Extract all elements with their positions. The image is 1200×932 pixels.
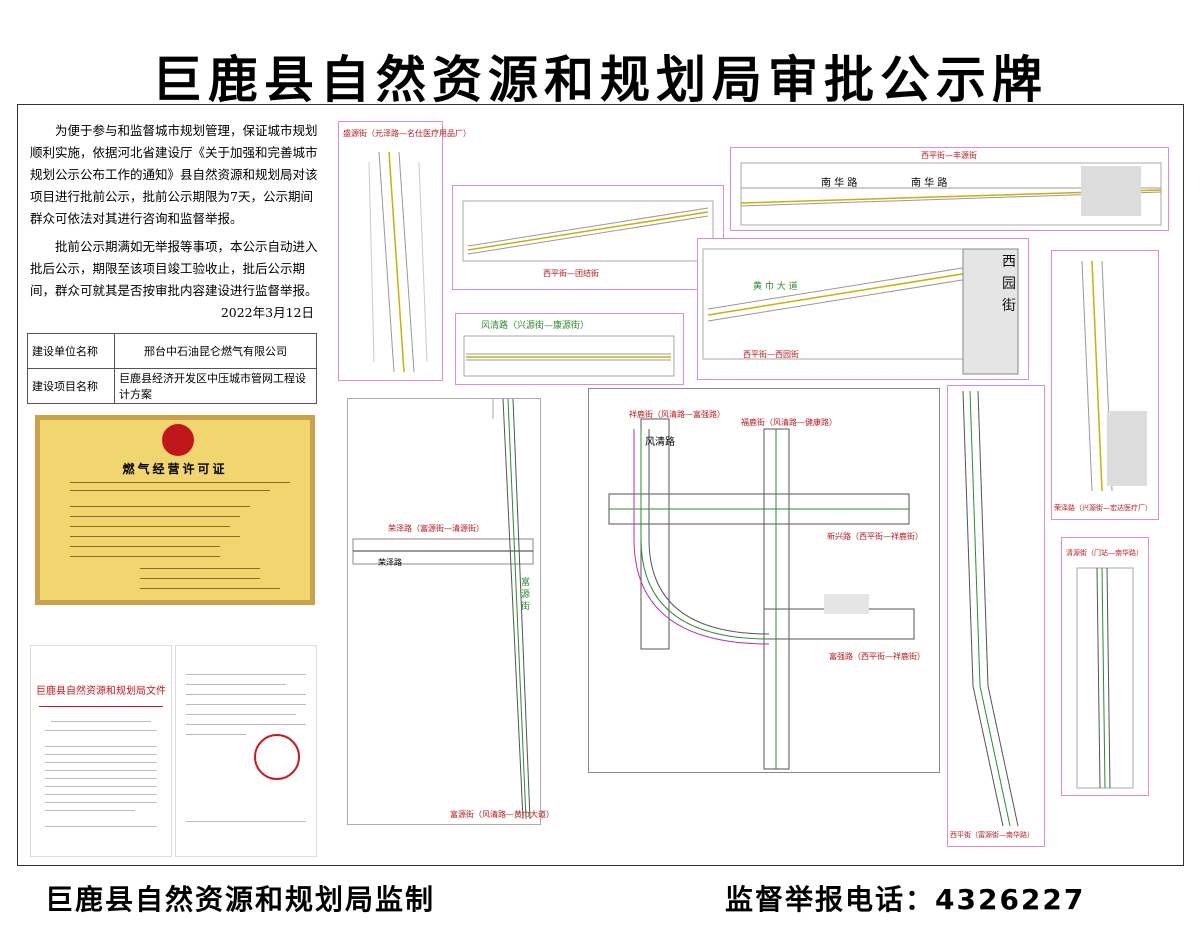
table-key: 建设单位名称 <box>27 333 115 369</box>
map-panel: 风清路（兴源街—康源街） <box>455 313 684 385</box>
map-panel: 西平街—丰源街 南 华 路 南 华 路 <box>730 147 1169 231</box>
table-value: 邢台中石油昆仑燃气有限公司 <box>114 333 317 369</box>
pipe-plan-panel: 荣泽路（富源街—清源街） 荣泽路 富源街 富源街（风清路—黄巾大道） <box>347 398 554 825</box>
footer-supervisor: 巨鹿县自然资源和规划局监制 <box>45 883 436 916</box>
map-label: 荣泽路（富源街—清源街） <box>388 524 484 533</box>
road-label: 黄 巾 大 道 <box>753 282 798 292</box>
map-panel: 西平街（富源街—南华路） <box>947 385 1045 847</box>
national-emblem-icon <box>162 424 194 456</box>
table-value: 巨鹿县经济开发区中压城市管网工程设计方案 <box>114 368 317 404</box>
notice-text: 为便于参与和监督城市规划管理，保证城市规划顺利实施，依据河北省建设厅《关于加强和… <box>30 120 320 324</box>
map-label: 风清路（兴源街—康源街） <box>481 321 590 331</box>
approval-document-page-1: 巨鹿县自然资源和规划局文件 <box>30 645 172 857</box>
table-row: 建设单位名称 邢台中石油昆仑燃气有限公司 <box>27 333 317 369</box>
map-panel: 盛源街（元泽路—名仕医疗用品厂） <box>338 121 471 381</box>
map-label: 西平街—团结街 <box>543 269 599 278</box>
map-panel: 西平街—团结街 <box>452 185 724 290</box>
document-title: 巨鹿县自然资源和规划局文件 <box>36 686 166 697</box>
license-title: 燃气经营许可证 <box>122 462 228 476</box>
map-label: 富源街（风清路—黄巾大道） <box>450 810 554 819</box>
road-label: 风清路 <box>645 437 675 448</box>
table-row: 建设项目名称 巨鹿县经济开发区中压城市管网工程设计方案 <box>27 368 317 404</box>
road-label: 富源街 <box>521 578 531 612</box>
project-info-table: 建设单位名称 邢台中石油昆仑燃气有限公司 建设项目名称 巨鹿县经济开发区中压城市… <box>27 333 317 404</box>
map-label: 新兴路（西平街—祥鹿街） <box>827 532 923 541</box>
road-label: 南 华 路 <box>911 178 948 189</box>
approval-document-page-2 <box>175 645 317 857</box>
notice-paragraph-2: 批前公示期满如无举报等事项，本公示自动进入批后公示，期限至该项目竣工验收止，批后… <box>30 239 318 298</box>
map-label: 西平街—丰源街 <box>921 151 977 160</box>
official-seal-icon <box>254 734 300 780</box>
map-panel: 清源街（门站—南华路） <box>1061 537 1149 796</box>
map-panel: 荣泽路（兴源街—宏达医疗厂） <box>1051 250 1159 520</box>
map-label: 荣泽路（兴源街—宏达医疗厂） <box>1054 504 1152 512</box>
map-label: 西平街—西园街 <box>743 350 799 359</box>
notice-paragraph-1: 为便于参与和监督城市规划管理，保证城市规划顺利实施，依据河北省建设厅《关于加强和… <box>30 123 318 226</box>
page-title: 巨鹿县自然资源和规划局审批公示牌 <box>152 51 1048 109</box>
content-frame <box>17 104 1184 866</box>
map-label: 西平街（富源街—南华路） <box>950 831 1034 839</box>
map-panel: 黄 巾 大 道 西园街 西平街—西园街 <box>697 238 1029 380</box>
footer-hotline: 监督举报电话：4326227 <box>725 883 1086 916</box>
notice-date: 2022年3月12日 <box>220 305 314 320</box>
map-label: 福鹿街（风清路—健康路） <box>741 418 837 427</box>
table-key: 建设项目名称 <box>27 368 115 404</box>
pipe-plan-panel: 祥鹿街（风清路—富强路） 福鹿街（风清路—健康路） 风清路 新兴路（西平街—祥鹿… <box>588 388 940 773</box>
gas-license-image: 燃气经营许可证 <box>35 415 315 605</box>
side-road-label: 西园街 <box>1002 254 1016 314</box>
road-label: 南 华 路 <box>821 178 858 189</box>
map-label: 祥鹿街（风清路—富强路） <box>629 410 725 419</box>
map-label: 清源街（门站—南华路） <box>1066 549 1143 557</box>
road-label: 荣泽路 <box>378 558 402 567</box>
map-label: 富强路（西平街—祥鹿街） <box>829 652 925 661</box>
map-label: 盛源街（元泽路—名仕医疗用品厂） <box>343 129 471 138</box>
